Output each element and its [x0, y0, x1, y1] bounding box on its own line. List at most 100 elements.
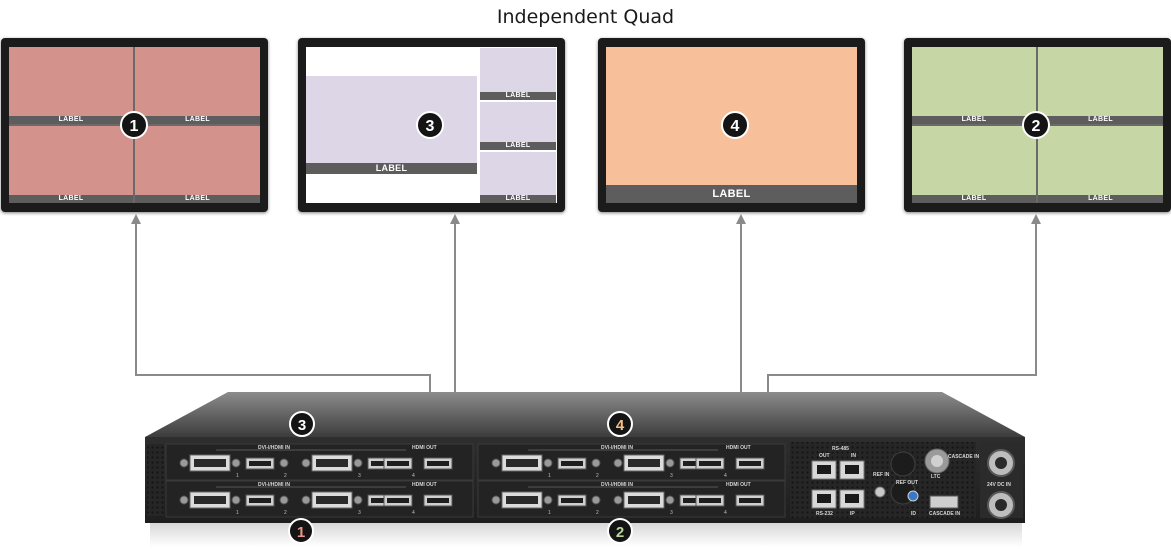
monitor-badge: 1 — [120, 111, 148, 139]
port-number: 2 — [284, 510, 287, 516]
hdmi-in-socket — [249, 461, 271, 466]
arrowhead-3 — [450, 214, 460, 224]
dvi-screw — [301, 495, 311, 505]
port-number: 1 — [548, 510, 551, 516]
dvi-screw — [591, 495, 601, 505]
dvi-socket — [628, 496, 660, 504]
card-badge-top-left: 3 — [289, 411, 315, 437]
hdmi-out-socket — [427, 461, 449, 466]
cascade-in-port — [929, 495, 959, 509]
dvi-in-label-top-left: DVI-I/HDMI IN — [258, 445, 290, 451]
power-connector-top-inner — [995, 457, 1007, 469]
side-vent-left — [147, 444, 164, 516]
pane-label: LABEL — [1038, 195, 1163, 203]
ip-label: IP — [850, 511, 855, 517]
audio-jack — [874, 486, 886, 498]
hdmi-out-socket — [739, 461, 761, 466]
port-number: 1 — [548, 473, 551, 479]
hdmi-in-socket — [683, 461, 705, 466]
pane-label: LABEL — [480, 92, 556, 100]
side-pane-middle: LABEL — [480, 102, 556, 150]
dvi-socket — [506, 496, 538, 504]
dvi-socket — [194, 496, 226, 504]
port-number: 3 — [358, 510, 361, 516]
hdmi-out-socket — [699, 498, 721, 503]
hdmi-in-socket — [561, 498, 583, 503]
port-number: 3 — [670, 473, 673, 479]
pane-label: LABEL — [9, 195, 133, 203]
dvi-screw — [491, 495, 501, 505]
arrowhead-2 — [1031, 214, 1041, 224]
ltc-knob-center — [931, 455, 943, 467]
rs485-label: RS-485 — [832, 446, 849, 452]
dvi-screw — [613, 495, 623, 505]
dvi-screw — [279, 458, 289, 468]
dvi-in-label-top-right: DVI-I/HDMI IN — [601, 445, 633, 451]
rj45-socket — [817, 494, 831, 503]
chassis-top — [145, 392, 1025, 437]
quad-pane-bottom-right: LABEL — [1038, 126, 1163, 203]
dvi-socket — [506, 459, 538, 467]
dvi-screw — [665, 458, 675, 468]
hdmi-out-label-bottom-right: HDMI OUT — [726, 482, 751, 488]
quad-pane-bottom-left: LABEL — [9, 126, 133, 203]
monitor-1: LABEL LABEL LABEL LABEL 1 — [1, 38, 268, 212]
pane-label: LABEL — [480, 142, 556, 150]
card-badge-bottom-right: 2 — [607, 518, 633, 544]
diagram-title: Independent Quad — [496, 6, 675, 28]
dvi-socket — [316, 459, 348, 467]
pane-label: LABEL — [1038, 116, 1163, 124]
port-number: 2 — [284, 473, 287, 479]
id-label: ID — [911, 511, 916, 517]
dvi-screw — [543, 495, 553, 505]
dvi-screw — [613, 458, 623, 468]
hdmi-out-label-top-left: HDMI OUT — [412, 445, 437, 451]
hdmi-out-label-bottom-left: HDMI OUT — [412, 482, 437, 488]
quad-pane-top-right: LABEL — [135, 47, 260, 124]
dvi-in-label-bottom-left: DVI-I/HDMI IN — [258, 482, 290, 488]
pane-label: LABEL — [480, 195, 556, 203]
dvi-socket — [628, 459, 660, 467]
rj45-sockets — [817, 465, 859, 503]
dvi-screw — [665, 495, 675, 505]
hdmi-in-socket — [561, 461, 583, 466]
ltc-label: LTC — [931, 474, 941, 480]
hdmi-in-socket — [249, 498, 271, 503]
rs485-in-label: IN — [851, 453, 856, 459]
rs232-label: RS-232 — [816, 511, 833, 517]
dvi-screw — [543, 458, 553, 468]
rj45-socket — [817, 465, 831, 474]
dvi-screw — [179, 458, 189, 468]
ref-in-label: REF IN — [873, 472, 890, 478]
monitor-badge: 2 — [1022, 111, 1050, 139]
port-number: 3 — [670, 510, 673, 516]
quad-pane-bottom-left: LABEL — [912, 126, 1036, 203]
hdmi-out-socket — [699, 461, 721, 466]
ref-knob-1 — [890, 451, 916, 477]
quad-pane-top-left: LABEL — [9, 47, 133, 124]
monitor-3: LABEL LABEL LABEL LABEL 3 — [298, 38, 565, 212]
dvi-screw — [179, 495, 189, 505]
id-rotary — [907, 490, 919, 502]
monitor-badge: 3 — [416, 111, 444, 139]
port-number: 3 — [358, 473, 361, 479]
power-connector-bottom-inner — [995, 499, 1007, 511]
dvi-screw — [591, 458, 601, 468]
dvi-in-label-bottom-right: DVI-I/HDMI IN — [601, 482, 633, 488]
ref-out-label: REF OUT — [896, 480, 918, 486]
port-number: 1 — [236, 510, 239, 516]
monitor-2-screen: LABEL LABEL LABEL LABEL — [912, 47, 1163, 203]
port-number: 1 — [236, 473, 239, 479]
pane-label: LABEL — [912, 116, 1036, 124]
hdmi-out-socket — [427, 498, 449, 503]
pane-label: LABEL — [135, 195, 260, 203]
port-number: 4 — [412, 510, 415, 516]
hdmi-in-socket — [683, 498, 705, 503]
monitor-4: LABEL 4 — [598, 38, 865, 212]
large-pane: LABEL — [306, 76, 477, 174]
hdmi-out-label-top-right: HDMI OUT — [726, 445, 751, 451]
rs485-out-label: OUT — [819, 453, 830, 459]
dvi-screw — [279, 495, 289, 505]
